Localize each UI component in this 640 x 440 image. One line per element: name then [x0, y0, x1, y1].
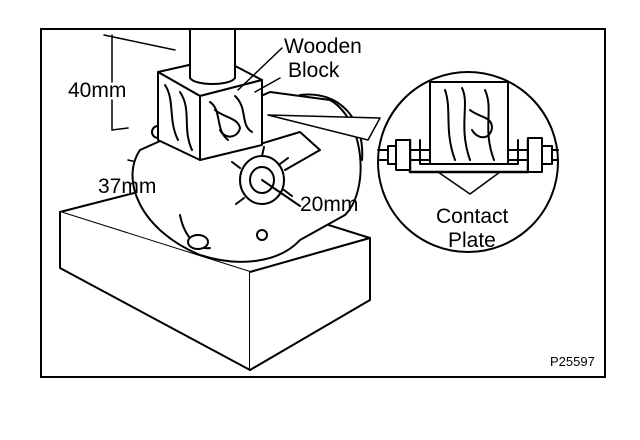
wooden-block [157, 29, 263, 161]
label-contact: Contact [436, 205, 509, 228]
armature-gear [231, 131, 321, 207]
detail-circle [377, 71, 559, 253]
label-wooden: Wooden [284, 35, 362, 58]
label-block: Block [288, 59, 340, 82]
label-plate: Plate [448, 229, 496, 252]
label-dimension-40mm: 40mm [68, 79, 127, 102]
label-dimension-20mm: 20mm [300, 193, 359, 216]
figure-code: P25597 [550, 354, 595, 369]
leader-lines [237, 47, 381, 141]
label-dimension-37mm: 37mm [98, 175, 157, 198]
dimension-40mm-marker [103, 34, 176, 131]
